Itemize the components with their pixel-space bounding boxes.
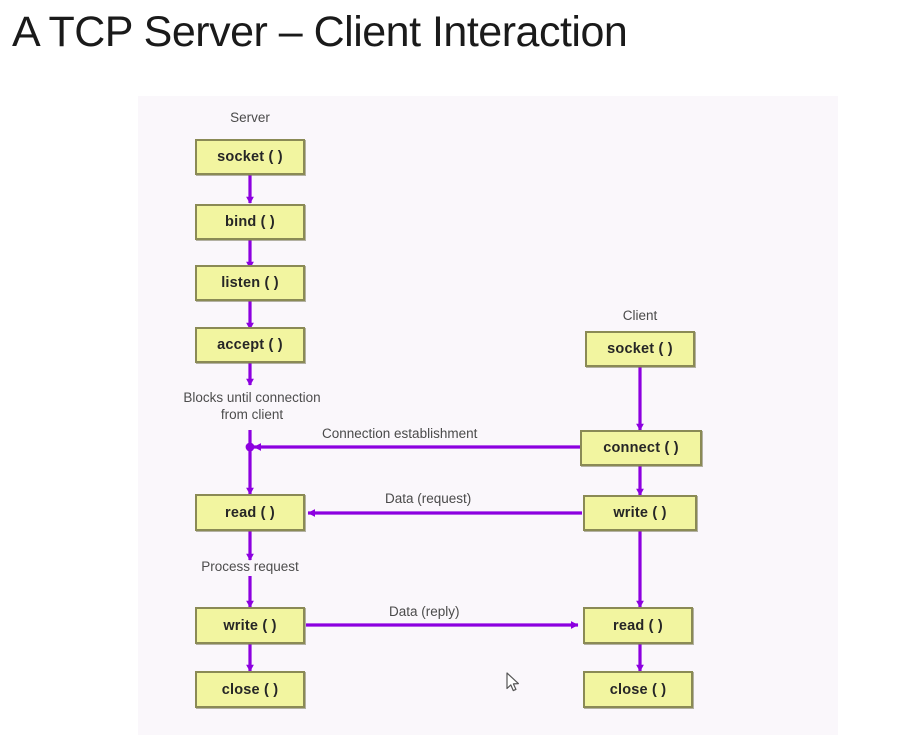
- annotation-blocks-until-connection: Blocks until connection: [183, 390, 321, 405]
- page-title: A TCP Server – Client Interaction: [12, 8, 628, 56]
- process-box-server-write[interactable]: write ( ): [195, 607, 305, 644]
- process-box-server-close[interactable]: close ( ): [195, 671, 305, 708]
- edge-label-data-reply: Data (reply): [389, 604, 460, 619]
- process-box-server-socket[interactable]: socket ( ): [195, 139, 305, 175]
- annotation-process-request: Process request: [201, 559, 299, 574]
- process-box-client-connect[interactable]: connect ( ): [580, 430, 702, 466]
- process-box-server-read[interactable]: read ( ): [195, 494, 305, 531]
- process-box-client-write[interactable]: write ( ): [583, 495, 697, 531]
- process-box-client-read[interactable]: read ( ): [583, 607, 693, 644]
- column-label-client: Client: [622, 308, 658, 323]
- process-box-server-bind[interactable]: bind ( ): [195, 204, 305, 240]
- process-box-server-accept[interactable]: accept ( ): [195, 327, 305, 363]
- annotation-from-client: from client: [220, 407, 284, 422]
- column-label-server: Server: [230, 110, 270, 125]
- process-box-client-close[interactable]: close ( ): [583, 671, 693, 708]
- edge-label-connection-establishment: Connection establishment: [322, 426, 478, 441]
- process-box-server-listen[interactable]: listen ( ): [195, 265, 305, 301]
- edge-label-data-request: Data (request): [385, 491, 472, 506]
- process-box-client-socket[interactable]: socket ( ): [585, 331, 695, 367]
- arrow-cursor: [506, 672, 519, 692]
